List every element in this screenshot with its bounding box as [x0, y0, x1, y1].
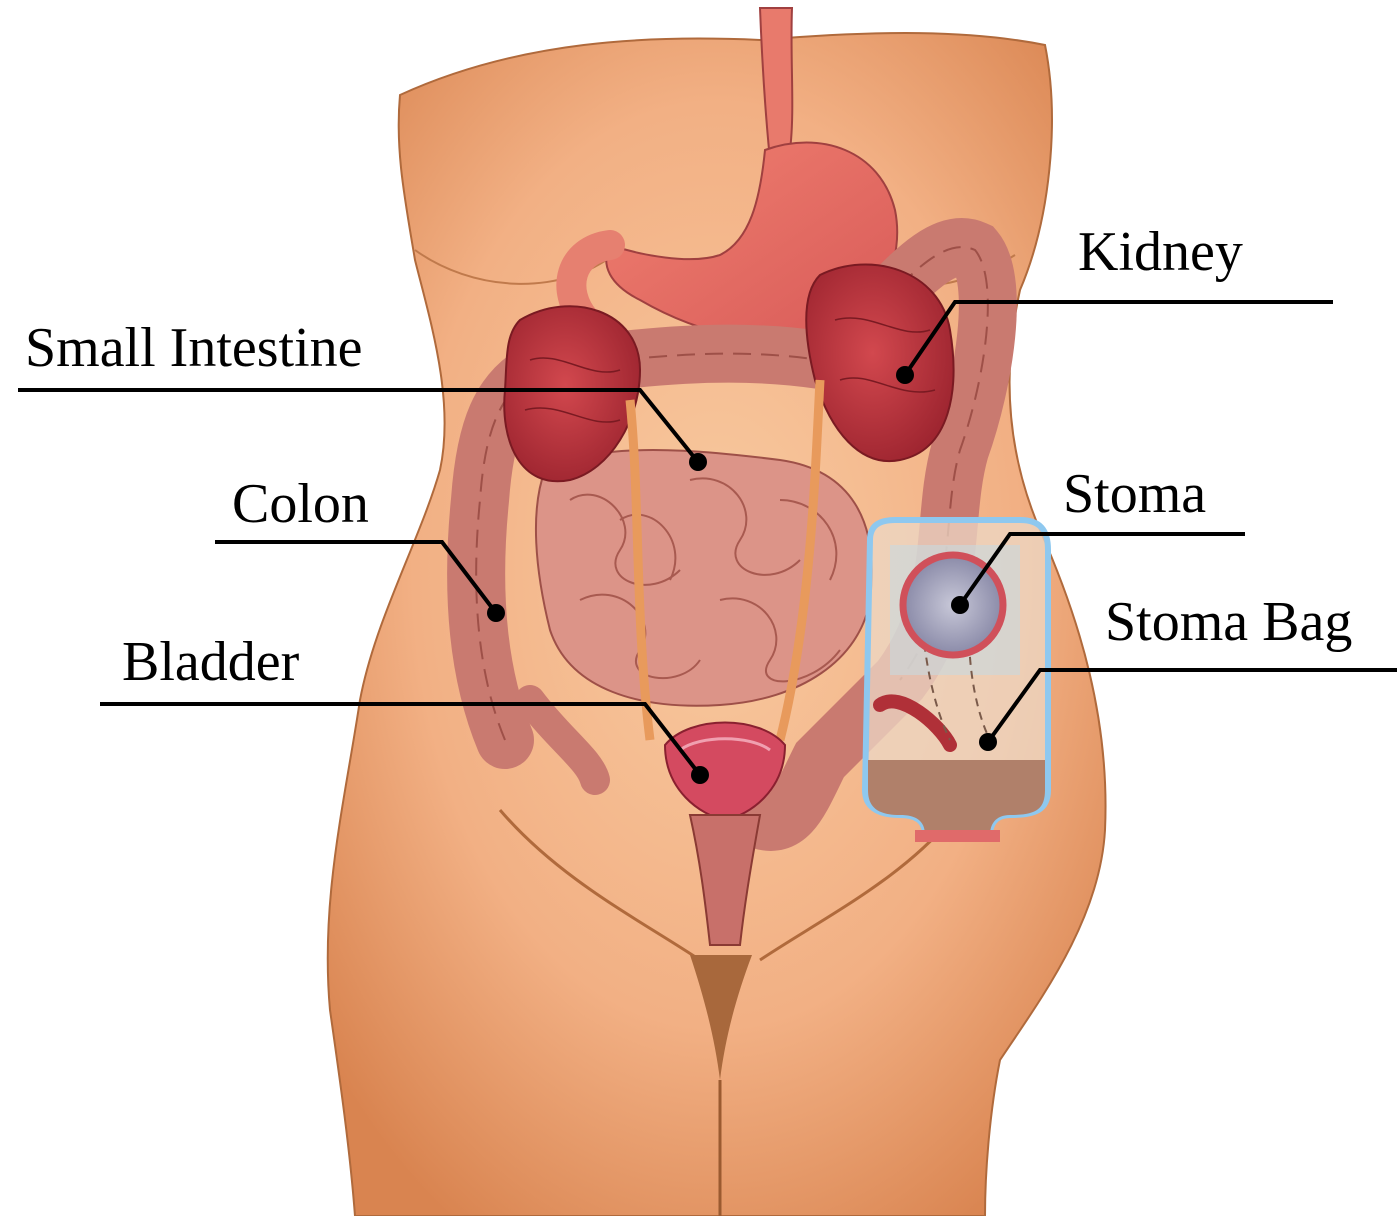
label-kidney: Kidney	[1078, 221, 1243, 283]
label-small-intestine: Small Intestine	[25, 317, 363, 379]
label-stoma-bag: Stoma Bag	[1105, 591, 1352, 653]
label-bladder: Bladder	[122, 631, 300, 693]
label-colon: Colon	[232, 473, 369, 535]
label-stoma: Stoma	[1063, 463, 1206, 525]
